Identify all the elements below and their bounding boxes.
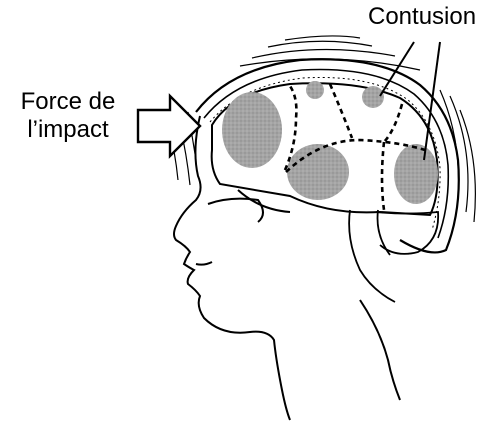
contusion-temporal <box>287 144 349 200</box>
impact-force-label-line1: Force de <box>7 88 129 116</box>
contusion-frontal <box>222 92 282 168</box>
impact-arrow <box>138 96 200 156</box>
contusion-small-2 <box>362 86 384 108</box>
contusion-regions <box>222 81 438 204</box>
contusion-label: Contusion <box>368 3 476 31</box>
contusion-occipital <box>394 144 438 204</box>
face-profile <box>174 116 400 420</box>
impact-force-label: Force de l’impact <box>7 88 129 144</box>
cerebellum <box>349 210 438 302</box>
impact-force-label-line2: l’impact <box>7 116 129 144</box>
contusion-small-1 <box>306 81 324 99</box>
